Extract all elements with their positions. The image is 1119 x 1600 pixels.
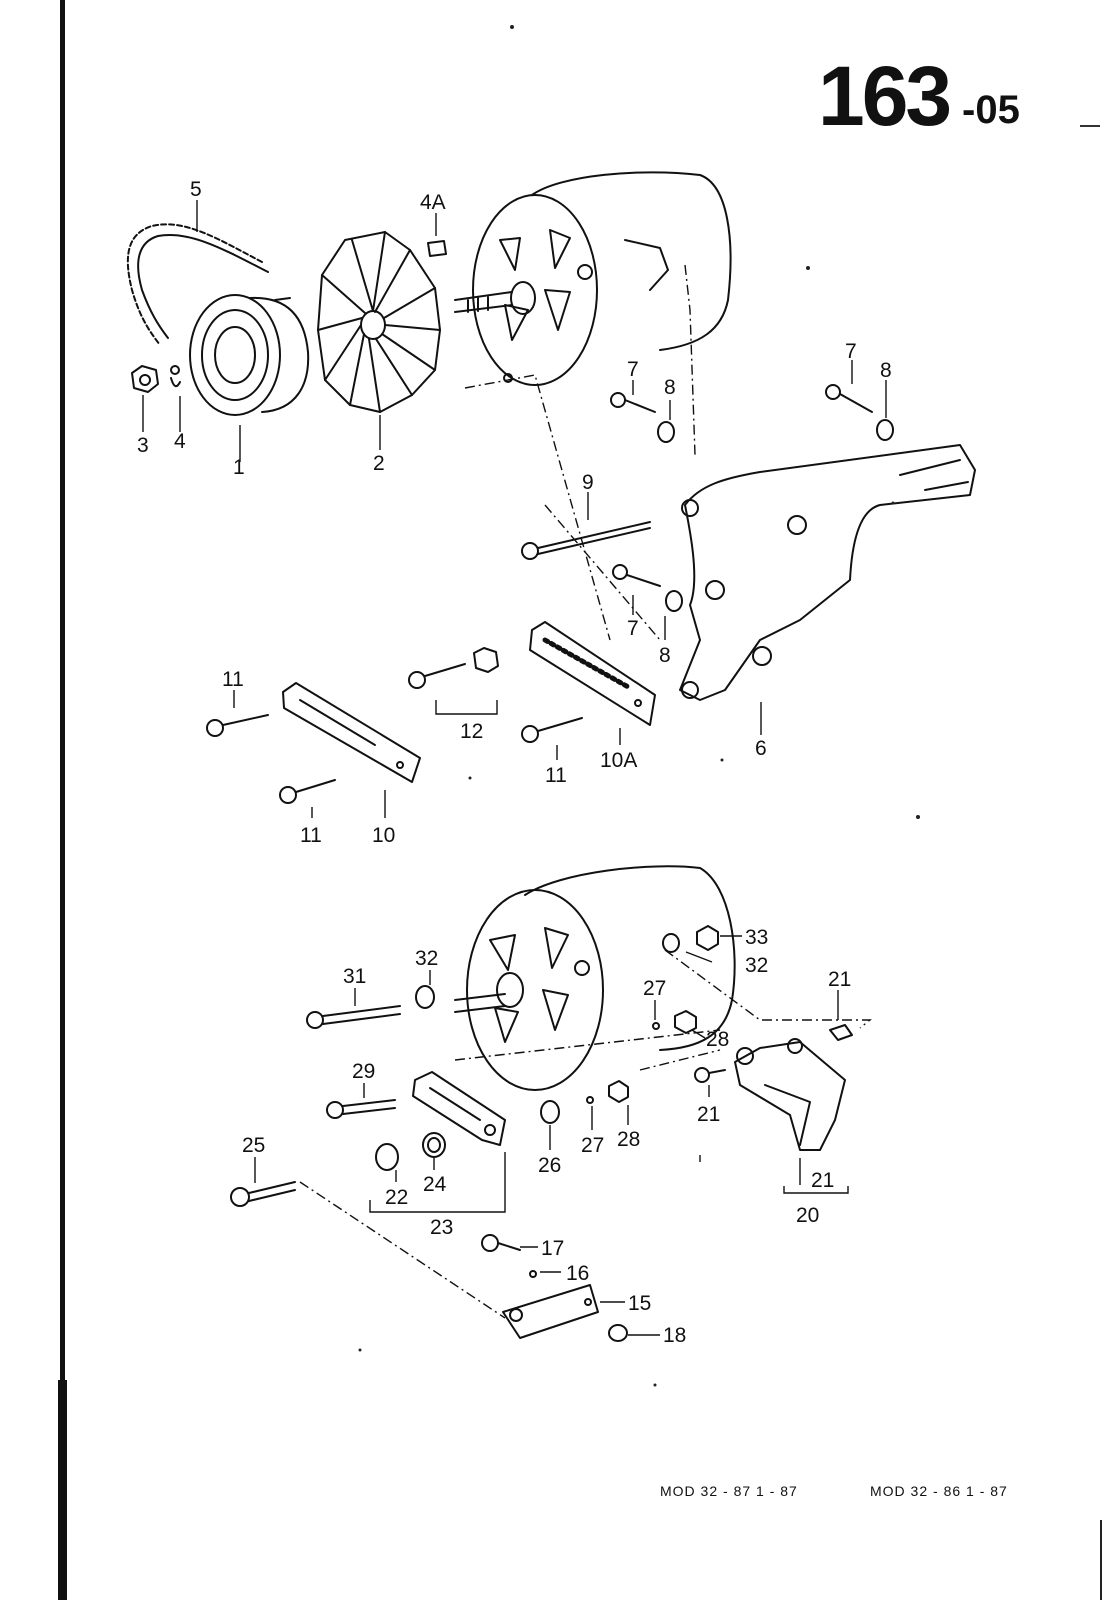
bolt-part-21-a [694, 1067, 726, 1083]
bolt-part-17 [481, 1234, 521, 1252]
label-part-7-b: 7 [845, 340, 857, 363]
footer-model-reference-left: MOD 32 - 87 1 - 87 [660, 1483, 798, 1499]
label-part-21-c: 21 [828, 968, 851, 991]
label-part-11-c: 11 [545, 764, 567, 787]
label-part-9: 9 [582, 471, 594, 494]
sleeve-part-22 [375, 1143, 399, 1171]
label-part-12: 12 [460, 720, 483, 743]
label-part-15: 15 [628, 1292, 651, 1315]
label-part-8-a: 8 [664, 376, 676, 399]
label-part-16: 16 [566, 1262, 589, 1285]
label-part-2: 2 [373, 452, 385, 475]
label-part-11-b: 11 [300, 824, 322, 847]
page-number-suffix: -05 [962, 88, 1020, 132]
scan-right-edge [1100, 1520, 1102, 1600]
label-part-24: 24 [423, 1173, 447, 1196]
label-part-10: 10 [372, 824, 395, 847]
bolt-part-31 [306, 1005, 401, 1029]
label-part-10a: 10A [600, 749, 637, 772]
alternator-upper [454, 171, 732, 386]
label-part-26: 26 [538, 1154, 561, 1177]
label-part-28-b: 28 [617, 1128, 640, 1151]
label-part-21-a: 21 [697, 1103, 720, 1126]
label-part-4: 4 [174, 430, 186, 453]
bolt-part-21-b [829, 1024, 853, 1041]
fan-part-2 [317, 231, 441, 413]
bracket-part-21 [734, 1038, 846, 1151]
washer-part-32-b [662, 933, 680, 953]
bolt-part-7-b [825, 384, 873, 413]
bushing-part-26 [540, 1100, 560, 1124]
label-part-18: 18 [663, 1324, 686, 1347]
label-part-4a: 4A [420, 191, 446, 214]
label-part-32-b: 32 [745, 954, 768, 977]
lock-washer-part-16 [529, 1270, 537, 1278]
nut-part-33 [696, 925, 719, 951]
mounting-bracket-part-6 [679, 444, 976, 701]
footer-model-reference-right: MOD 32 - 86 1 - 87 [870, 1483, 1008, 1499]
label-part-5: 5 [190, 178, 202, 201]
label-part-25: 25 [242, 1134, 265, 1157]
nut-part-3 [131, 365, 159, 393]
bolt-part-25 [230, 1181, 296, 1207]
alignment-lines [299, 264, 872, 1319]
label-part-7-a: 7 [627, 358, 639, 381]
bolt-part-11-c [521, 717, 583, 743]
label-part-21-b: 21 [811, 1169, 834, 1192]
alternator-lower [454, 865, 736, 1091]
woodruff-key-part-4a [427, 240, 447, 257]
bolt-part-11-b [279, 779, 336, 804]
label-part-27-a: 27 [643, 977, 666, 1000]
label-part-17: 17 [541, 1237, 564, 1260]
bolt-part-29 [326, 1099, 396, 1119]
label-part-22: 22 [385, 1186, 408, 1209]
label-part-6: 6 [755, 737, 767, 760]
label-part-8-c: 8 [659, 644, 671, 667]
label-part-11-a: 11 [222, 668, 244, 691]
label-part-20: 20 [796, 1204, 819, 1227]
header-rule [1080, 125, 1100, 127]
lock-washer-part-27-a [652, 1022, 660, 1030]
bolt-part-7-c [612, 564, 661, 587]
nut-part-28-a [674, 1010, 697, 1034]
scan-noise [358, 25, 920, 1387]
washer-part-8-a [657, 421, 675, 443]
bolt-and-nut-part-12 [408, 647, 499, 689]
label-part-33: 33 [745, 926, 768, 949]
label-part-27-b: 27 [581, 1134, 604, 1157]
pulley-part-1 [189, 294, 310, 416]
washer-part-32-a [415, 985, 435, 1009]
adjusting-plate-part-10a [529, 621, 656, 726]
scan-binding-edge-lower [58, 1380, 67, 1600]
bolt-part-7-a [610, 392, 656, 413]
washer-part-8-b [876, 419, 894, 441]
label-part-1: 1 [233, 456, 245, 479]
nut-part-28-b [608, 1080, 629, 1103]
scan-binding-edge [60, 0, 65, 1600]
bolt-part-11-a [206, 714, 269, 737]
v-belt-part-5 [126, 223, 269, 346]
label-part-31: 31 [343, 965, 366, 988]
label-part-23: 23 [430, 1216, 453, 1239]
leader-lines [142, 200, 887, 1336]
adjusting-plate-part-10 [282, 682, 421, 783]
label-part-8-b: 8 [880, 359, 892, 382]
long-bolt-part-9 [521, 521, 651, 560]
label-part-3: 3 [137, 434, 149, 457]
bracket-part-15 [502, 1284, 599, 1339]
washer-part-4 [170, 365, 181, 388]
page-number: 163 [818, 49, 952, 143]
label-part-28-a: 28 [706, 1028, 729, 1051]
label-part-7-c: 7 [627, 617, 639, 640]
lock-washer-part-27-b [586, 1096, 594, 1104]
label-part-29: 29 [352, 1060, 375, 1083]
link-arm-part-23 [412, 1071, 506, 1146]
rubber-bushing-part-24 [422, 1132, 446, 1158]
washer-part-8-c [665, 590, 683, 612]
label-part-32-a: 32 [415, 947, 438, 970]
washer-part-18 [608, 1324, 628, 1342]
